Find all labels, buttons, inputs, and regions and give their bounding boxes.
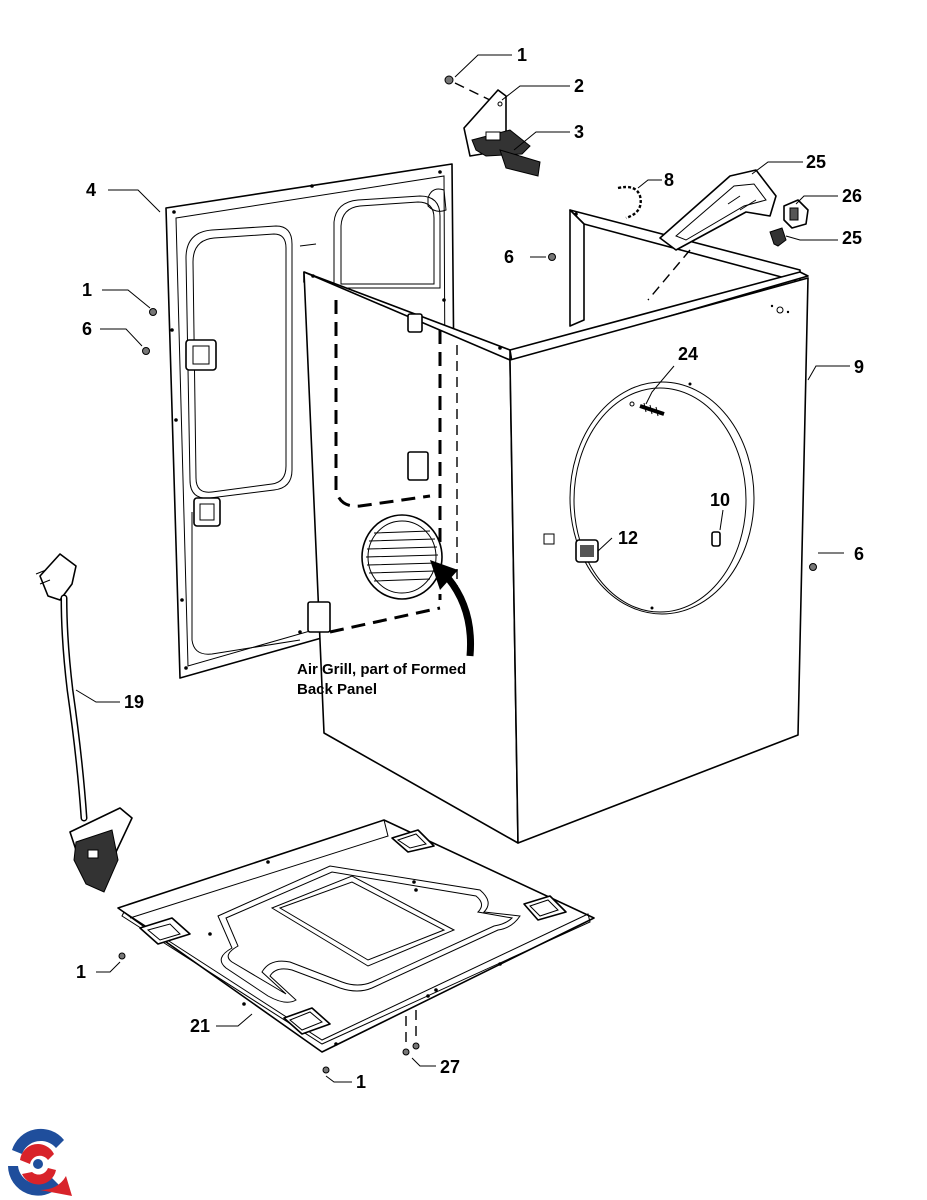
air-grill-arrow bbox=[430, 560, 474, 657]
callout-27: 27 bbox=[440, 1057, 460, 1077]
callout-1-base-left: 1 bbox=[76, 962, 86, 982]
base-plate[interactable] bbox=[117, 819, 595, 1053]
power-cord[interactable] bbox=[35, 553, 133, 893]
callout-26: 26 bbox=[842, 186, 862, 206]
callout-6-left: 6 bbox=[82, 319, 92, 339]
callout-12: 12 bbox=[618, 528, 638, 548]
callout-3: 3 bbox=[574, 122, 584, 142]
callout-4: 4 bbox=[86, 180, 96, 200]
callout-1-top: 1 bbox=[517, 45, 527, 65]
air-grill bbox=[361, 514, 443, 600]
callout-2: 2 bbox=[574, 76, 584, 96]
callout-25-top: 25 bbox=[806, 152, 826, 172]
screw-1-base-bottom[interactable] bbox=[322, 1066, 330, 1074]
callout-21: 21 bbox=[190, 1016, 210, 1036]
air-grill-note-line-1: Air Grill, part of Formed bbox=[297, 661, 466, 678]
callout-19: 19 bbox=[124, 692, 144, 712]
door-switch-assembly[interactable] bbox=[444, 75, 541, 177]
callout-25-bottom: 25 bbox=[842, 228, 862, 248]
screw-1-base-left[interactable] bbox=[118, 952, 126, 960]
top-hinge-bracket[interactable] bbox=[647, 169, 777, 301]
callout-9: 9 bbox=[854, 357, 864, 377]
hinge-pin-25[interactable] bbox=[769, 227, 787, 247]
leader-lines bbox=[75, 54, 850, 1083]
leveling-legs-27[interactable] bbox=[402, 1010, 420, 1056]
callout-8: 8 bbox=[664, 170, 674, 190]
callout-24: 24 bbox=[678, 344, 698, 364]
door-switch-12[interactable] bbox=[575, 539, 599, 563]
callout-1-left: 1 bbox=[82, 280, 92, 300]
screw-6-right[interactable] bbox=[809, 563, 817, 571]
callout-6-right: 6 bbox=[854, 544, 864, 564]
hinge-cap-26[interactable] bbox=[783, 199, 809, 229]
callout-1-base-bottom: 1 bbox=[356, 1072, 366, 1092]
screw-6-center[interactable] bbox=[548, 253, 556, 261]
wire-harness-part-8[interactable] bbox=[617, 185, 642, 220]
screw-1-left[interactable] bbox=[149, 308, 157, 316]
air-grill-note-line-2: Back Panel bbox=[297, 681, 377, 698]
screw-6-left[interactable] bbox=[142, 347, 150, 355]
cabinet[interactable] bbox=[303, 209, 809, 844]
door-catch-10[interactable] bbox=[711, 531, 721, 547]
callout-10: 10 bbox=[710, 490, 730, 510]
door-strike-24[interactable] bbox=[629, 401, 665, 417]
callout-6-center: 6 bbox=[504, 247, 514, 267]
brand-logo bbox=[6, 1128, 72, 1196]
